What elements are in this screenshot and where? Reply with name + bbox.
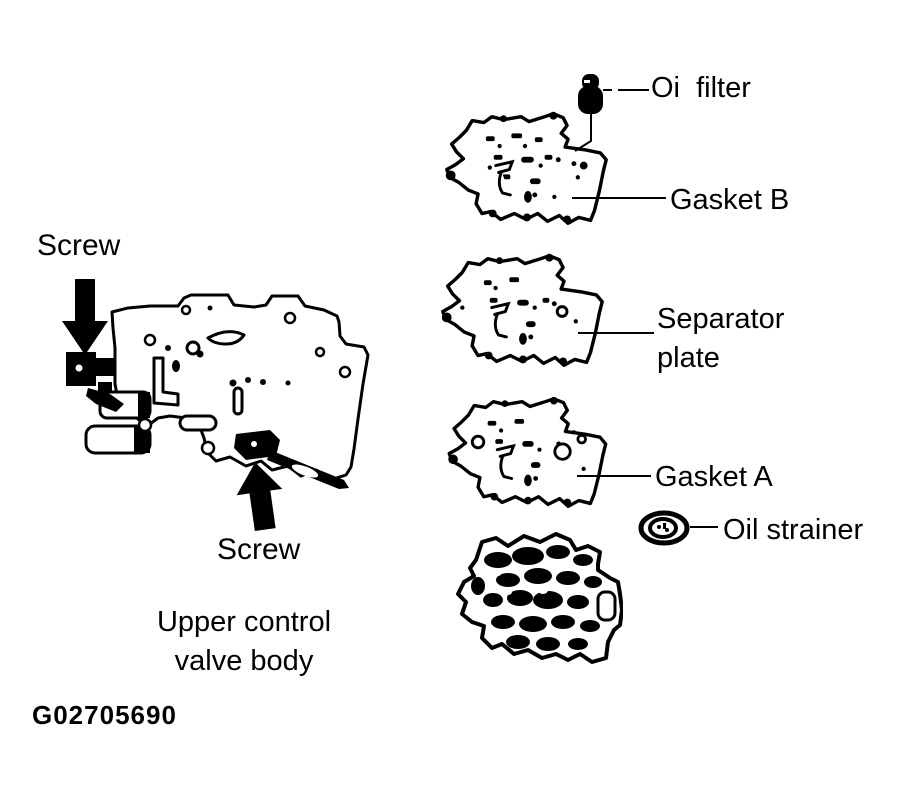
- figure-code: G02705690: [32, 700, 177, 730]
- bolt-holes: [137, 304, 352, 456]
- gasket-a-drawing: [447, 396, 608, 508]
- gasket-a-label: Gasket A: [655, 461, 773, 493]
- screw-bottom-label: Screw: [217, 533, 301, 566]
- casting-highlights: [495, 565, 592, 637]
- lower-valve-body-drawing: [456, 532, 623, 664]
- oil-passages: [152, 330, 246, 432]
- upper-valve-body-label: Upper control valve body: [156, 606, 332, 678]
- screw-top-label: Screw: [37, 229, 121, 262]
- oil-filter-label: Oi filter: [651, 72, 751, 104]
- screw-pointer-up-arrow-icon: [236, 462, 283, 532]
- gasket-b-drawing: [445, 111, 608, 226]
- screw-part-bottom: [234, 430, 280, 460]
- oil-strainer-drawing: [638, 510, 690, 546]
- gasket-b-label: Gasket B: [670, 184, 790, 216]
- oil-filter-drawing: [578, 74, 603, 114]
- separator-plate-drawing: [441, 253, 604, 368]
- upper-valve-body-drawing: [66, 293, 370, 489]
- separator-plate-label: Separator plate: [657, 303, 785, 375]
- screw-pointer-down-arrow-icon: [62, 279, 108, 355]
- oil-filter-drop-line: [574, 113, 592, 152]
- casting-detail: [471, 545, 602, 651]
- oil-strainer-label: Oil strainer: [723, 514, 864, 546]
